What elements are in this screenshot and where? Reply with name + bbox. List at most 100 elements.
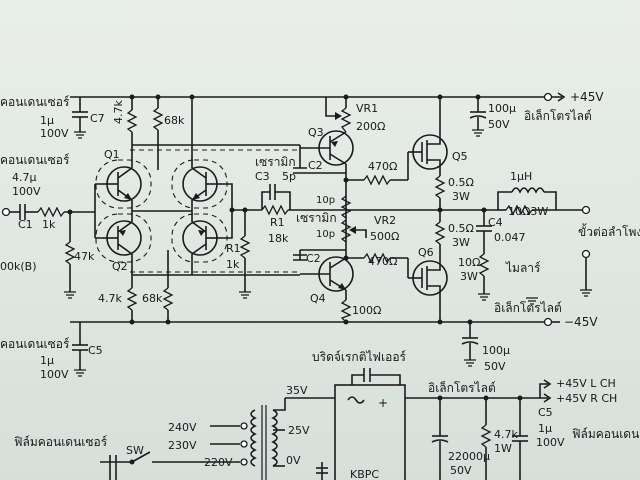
label-bridge-rectifier: บริดจ์เรกติไฟเออร์ [312, 350, 407, 364]
label-c4: C4 [488, 216, 503, 229]
label-q2: Q2 [112, 260, 128, 273]
label-r-4k7-top: 4.7k [112, 100, 125, 124]
label-rf-val: 18k [268, 232, 289, 245]
label-c1: C1 [18, 218, 33, 231]
q1b-transistor [182, 166, 222, 202]
label-electrolytic-psu: อิเล็กโตรไลต์ [428, 380, 496, 395]
label-vr1-val: 200Ω [356, 120, 385, 133]
label-r-4k7-bottom: 4.7k [98, 292, 122, 305]
label-c5-psu: C5 [538, 406, 553, 419]
label-q3: Q3 [308, 126, 324, 139]
label-c3-val: 5p [282, 170, 296, 183]
label-cap-c1-volt: 100V [12, 185, 41, 198]
label-inductor: 1μH [510, 170, 532, 183]
label-q6: Q6 [418, 246, 434, 259]
label-q4: Q4 [310, 292, 326, 305]
label-cap-c7-volt: 100V [40, 127, 69, 140]
label-r-470-top: 470Ω [368, 160, 397, 173]
label-cap-50v-top: 50V [488, 118, 510, 131]
label-cap-22000u-volt: 50V [450, 464, 472, 477]
label-r-1k-input: 1k [42, 218, 56, 231]
label-c4-val: 0.047 [494, 231, 526, 244]
label-pos45-rch: +45V R CH [556, 392, 617, 405]
label-ceramic-c2: เซรามิก [296, 211, 337, 225]
bridge-rectifier [334, 384, 406, 480]
label-c2-top: C2 [308, 159, 323, 172]
neg45-terminal[interactable] [543, 317, 553, 327]
speaker-neg-terminal[interactable] [581, 249, 591, 259]
label-cap-c1-val: 4.7μ [12, 171, 37, 184]
label-zobel-r-series: 10Ω3W [508, 205, 548, 218]
label-mylar: ไมลาร์ [505, 261, 541, 275]
label-cap-c7-val: 1μ [40, 114, 54, 127]
label-tap-0v: 0V [286, 454, 301, 467]
label-cap-c1-type: คอนเดนเซอร์ [0, 153, 70, 167]
label-re-bottom: 0.5Ω [448, 222, 474, 235]
q2-transistor [102, 220, 142, 256]
label-vr1: VR1 [356, 102, 378, 115]
label-cap-c5-type: คอนเดนเซอร์ [0, 337, 70, 351]
q1-transistor [102, 166, 142, 202]
label-speaker-terminal: ขั้วต่อลำโพง [578, 223, 640, 239]
label-electrolytic-mid: อิเล็กโตรไลต์ [494, 300, 562, 315]
input-terminal[interactable] [1, 207, 11, 217]
label-r1: R1 [226, 242, 241, 255]
label-cap-22000u: 22000μ [448, 450, 490, 463]
speaker-pos-terminal[interactable] [581, 205, 591, 215]
label-r-4k7-psu: 4.7k [494, 428, 518, 441]
label-35v: 35V [286, 384, 308, 397]
label-re-bottom-watt: 3W [452, 236, 470, 249]
q6-mosfet [408, 260, 448, 322]
label-cap-c5-volt: 100V [40, 368, 69, 381]
label-zobel-r: 10Ω [458, 256, 480, 269]
label-vr2-val: 500Ω [370, 230, 399, 243]
label-tap-25v: 25V [288, 424, 310, 437]
pos45-arrow [552, 92, 566, 102]
pos45-terminal[interactable] [543, 92, 553, 102]
label-q5: Q5 [452, 150, 468, 163]
label-r-68k-top: 68k [164, 114, 185, 127]
label-c-10p-top: 10p [316, 195, 335, 206]
label-tap-230v: 230V [168, 439, 197, 452]
label-r-470-bottom: 470Ω [368, 255, 397, 268]
label-sw: SW [126, 444, 144, 457]
q3-transistor [300, 130, 354, 166]
q2b-transistor [182, 220, 222, 256]
label-film-cap-right: ฟิล์มคอนเดนเ [572, 427, 640, 441]
label-kbpc: KBPC [350, 468, 379, 480]
label-plus: + [378, 396, 388, 410]
label-input-pot: 00k(B) [0, 260, 37, 273]
label-r-100: 100Ω [352, 304, 381, 317]
label-cap-c7-type: คอนเดนเซอร์ [0, 95, 70, 109]
label-c5-psu-val: 1μ [538, 422, 552, 435]
q4-transistor [300, 256, 354, 292]
label-r-47k: 47k [74, 250, 95, 263]
label-neg45: −45V [564, 315, 598, 329]
label-cap-100u-bottom: 100μ [482, 344, 510, 357]
label-electrolytic-top: อิเล็กโตรไลต์ [524, 108, 592, 123]
label-cap-50v-bottom: 50V [484, 360, 506, 373]
label-rf: R1 [270, 216, 285, 229]
label-c5: C5 [88, 344, 103, 357]
label-r-68k-bottom: 68k [142, 292, 163, 305]
label-r-4k7-psu-watt: 1W [494, 442, 512, 455]
label-c7: C7 [90, 112, 105, 125]
label-pos45: +45V [570, 90, 604, 104]
label-film-cap-left: ฟิล์มคอนเดนเซอร์ [14, 435, 108, 449]
label-re-top: 0.5Ω [448, 176, 474, 189]
label-tap-240v: 240V [168, 421, 197, 434]
label-ceramic-c3: เซรามิก [255, 155, 296, 169]
label-zobel-r-watt: 3W [460, 270, 478, 283]
label-c3: C3 [255, 170, 270, 183]
label-c-10p-bottom: 10p [316, 229, 335, 240]
label-c2-bottom: C2 [306, 252, 321, 265]
q5-mosfet [408, 97, 448, 170]
label-vr2: VR2 [374, 214, 396, 227]
label-cap-c5-val: 1μ [40, 354, 54, 367]
label-re-top-watt: 3W [452, 190, 470, 203]
label-c5-psu-volt: 100V [536, 436, 565, 449]
label-tap-220v: 220V [204, 456, 233, 469]
label-cap-100u-top: 100μ [488, 102, 516, 115]
